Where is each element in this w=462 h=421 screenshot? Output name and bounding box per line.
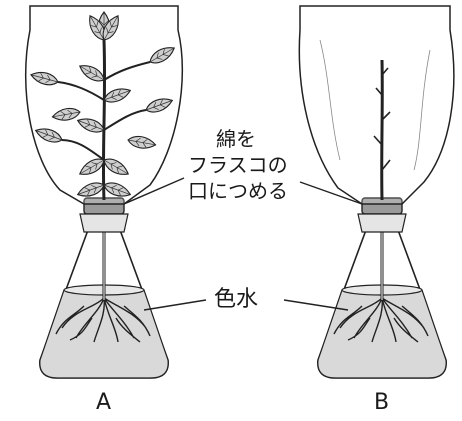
water-pointer-line-a	[144, 300, 206, 310]
cotton-label-line2: フラスコの	[188, 153, 288, 177]
colored-water-label: 色水	[214, 288, 258, 312]
cotton-label-line1: 綿を	[216, 127, 256, 151]
flask-a	[40, 198, 168, 378]
caption-a: A	[96, 390, 111, 415]
cotton-label-line3: 口につめる	[188, 179, 288, 203]
caption-b: B	[374, 390, 389, 415]
flask-b-plastic-bag	[299, 6, 453, 204]
flask-b	[318, 198, 446, 378]
